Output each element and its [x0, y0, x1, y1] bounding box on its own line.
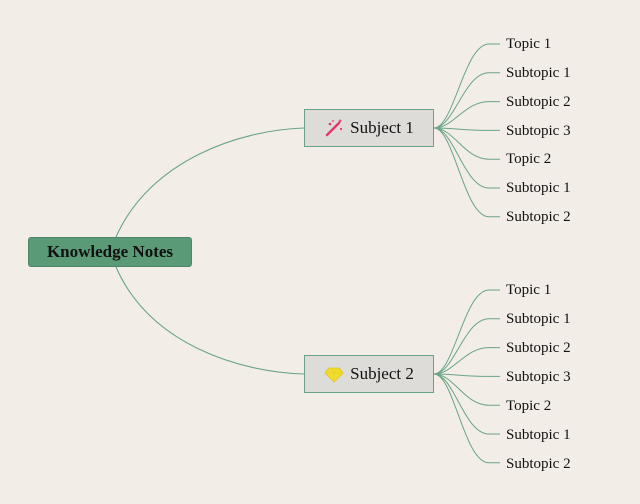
- branch-line-subject-1: [433, 127, 500, 218]
- branch-line-subject-1: [433, 127, 500, 131]
- subject-1-subtopic[interactable]: Subtopic 2: [506, 209, 571, 225]
- subject-2-label: Subject 2: [350, 364, 414, 383]
- subject-2-topic[interactable]: Topic 1: [506, 282, 552, 298]
- subject-2-topic[interactable]: Topic 2: [506, 398, 552, 414]
- magic-wand-icon: [325, 119, 343, 137]
- root-label: Knowledge Notes: [46, 242, 174, 261]
- subject-2-subtopic[interactable]: Subtopic 2: [506, 456, 571, 472]
- subject-2-subtopic[interactable]: Subtopic 1: [506, 311, 571, 327]
- connector-root-subject-2: [115, 266, 305, 375]
- subject-node-1[interactable]: Subject 1: [304, 109, 434, 147]
- subject-1-topic[interactable]: Topic 2: [506, 151, 552, 167]
- subject-1-subtopic[interactable]: Subtopic 1: [506, 65, 571, 81]
- branch-line-subject-1: [433, 127, 500, 189]
- branch-line-subject-2: [433, 289, 500, 375]
- subject-2-subtopic[interactable]: Subtopic 1: [506, 427, 571, 443]
- branch-line-subject-1: [433, 72, 500, 129]
- branch-line-subject-2: [433, 318, 500, 375]
- connector-root-subject-1: [115, 127, 305, 238]
- subject-1-topic[interactable]: Topic 1: [506, 36, 552, 52]
- branch-line-subject-2: [433, 373, 500, 435]
- branch-line-subject-2: [433, 373, 500, 377]
- subject-2-subtopic[interactable]: Subtopic 3: [506, 369, 571, 385]
- subject-1-subtopic[interactable]: Subtopic 1: [506, 180, 571, 196]
- branch-line-subject-2: [433, 373, 500, 406]
- gem-icon: [324, 367, 344, 383]
- branch-line-subject-2: [433, 347, 500, 375]
- branch-line-subject-1: [433, 101, 500, 129]
- subject-2-branches: [433, 289, 500, 464]
- subject-1-branches: [433, 43, 500, 218]
- subject-1-subtopic[interactable]: Subtopic 2: [506, 94, 571, 110]
- subject-1-subtopic[interactable]: Subtopic 3: [506, 123, 571, 139]
- subject-node-2[interactable]: Subject 2: [304, 355, 434, 393]
- branch-line-subject-1: [433, 43, 500, 129]
- root-node[interactable]: Knowledge Notes: [28, 237, 192, 267]
- subject-2-subtopic[interactable]: Subtopic 2: [506, 340, 571, 356]
- branch-line-subject-1: [433, 127, 500, 160]
- branch-line-subject-2: [433, 373, 500, 464]
- subject-1-label: Subject 1: [350, 118, 414, 137]
